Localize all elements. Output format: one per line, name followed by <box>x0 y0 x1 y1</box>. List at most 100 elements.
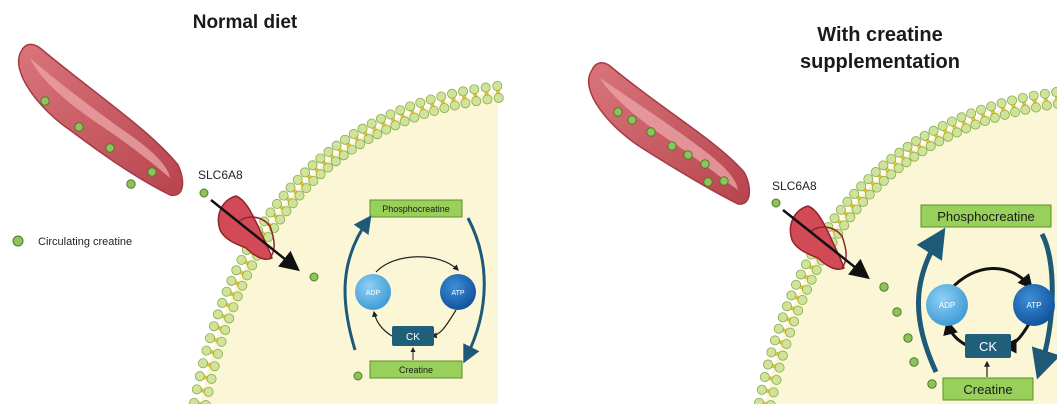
lipid-head <box>458 87 467 96</box>
creatine-molecule <box>704 178 712 186</box>
lipid-head <box>367 119 376 128</box>
lipid-head <box>396 106 405 115</box>
creatine-molecule <box>354 372 362 380</box>
lipid-head <box>980 116 989 125</box>
creatine-molecule <box>684 151 692 159</box>
lipid-head <box>205 334 214 343</box>
lipid-head <box>1040 89 1049 98</box>
lipid-head <box>386 110 395 119</box>
phosphocreatine-label: Phosphocreatine <box>937 209 1035 224</box>
lipid-head <box>920 131 929 140</box>
lipid-head <box>967 109 976 118</box>
lipid-head <box>308 161 317 170</box>
lipid-head <box>910 152 919 161</box>
lipid-head <box>767 348 776 357</box>
lipid-head <box>760 372 769 381</box>
lipid-head <box>195 372 204 381</box>
lipid-head <box>772 375 781 384</box>
lipid-head <box>786 328 795 337</box>
atp-label: ATP <box>1027 301 1042 310</box>
lipid-head <box>209 322 218 331</box>
lipid-head <box>391 121 400 130</box>
lipid-head <box>879 161 888 170</box>
lipid-head <box>472 97 481 106</box>
lipid-head <box>1018 93 1027 102</box>
lipid-head <box>373 130 382 139</box>
creatine-molecule <box>720 177 728 185</box>
lipid-head <box>952 128 961 137</box>
creatine-molecule <box>75 123 83 131</box>
lipid-head <box>852 205 861 214</box>
lipid-head <box>355 140 364 149</box>
lipid-head <box>198 359 207 368</box>
lipid-head <box>447 89 456 98</box>
adp-label: ADP <box>366 290 381 297</box>
lipid-head <box>843 197 852 206</box>
lipid-head <box>276 215 285 224</box>
lipid-head <box>416 98 425 107</box>
legend-label: Circulating creatine <box>38 236 132 248</box>
lipid-head <box>794 306 803 315</box>
panel-creatine-supplementation: SLC6A8 Phosphocreatine Creatine ADP ATP … <box>589 63 1057 404</box>
lipid-head <box>339 151 348 160</box>
creatine-molecule <box>904 334 912 342</box>
lipid-head <box>871 167 880 176</box>
lipid-head <box>406 102 415 111</box>
lipid-head <box>757 385 766 394</box>
lipid-head <box>302 184 311 193</box>
transporter-label: SLC6A8 <box>772 179 817 193</box>
lipid-head <box>830 214 839 223</box>
lipid-head <box>300 168 309 177</box>
lipid-head <box>340 135 349 144</box>
lipid-head <box>222 287 231 296</box>
lipid-head <box>358 124 367 133</box>
lipid-head <box>802 285 811 294</box>
lipid-head <box>846 213 855 222</box>
lipid-head <box>1000 110 1009 119</box>
atp-label: ATP <box>451 290 464 297</box>
lipid-head <box>217 337 226 346</box>
lipid-head <box>894 164 903 173</box>
blood-vessel <box>19 44 183 195</box>
lipid-head <box>935 137 944 146</box>
lipid-head <box>903 142 912 151</box>
lipid-head <box>770 336 779 345</box>
lipid-head <box>316 170 325 179</box>
lipid-head <box>943 132 952 141</box>
lipid-head <box>430 106 439 115</box>
lipid-head <box>926 142 935 151</box>
creatine-label: Creatine <box>963 382 1012 397</box>
lipid-head <box>227 276 236 285</box>
lipid-head <box>437 92 446 101</box>
creatine-molecule <box>928 380 936 388</box>
lipid-head <box>1029 91 1038 100</box>
creatine-molecule <box>200 189 208 197</box>
lipid-head <box>331 157 340 166</box>
lipid-head <box>204 387 213 396</box>
lipid-head <box>288 199 297 208</box>
lipid-head <box>207 374 216 383</box>
lipid-head <box>483 95 492 104</box>
creatine-molecule <box>310 273 318 281</box>
lipid-head <box>1010 108 1019 117</box>
lipid-head <box>850 189 859 198</box>
lipid-head <box>1007 96 1016 105</box>
lipid-head <box>778 351 787 360</box>
lipid-head <box>857 182 866 191</box>
lipid-head <box>782 302 791 311</box>
lipid-head <box>971 120 980 129</box>
lipid-head <box>364 134 373 143</box>
lipid-head <box>192 385 201 394</box>
lipid-head <box>864 174 873 183</box>
lipid-head <box>279 191 288 200</box>
lipid-head <box>807 275 816 284</box>
phosphocreatine-label: Phosphocreatine <box>382 204 450 214</box>
lipid-head <box>962 124 971 133</box>
ck-label: CK <box>406 332 420 343</box>
lipid-head <box>202 346 211 355</box>
lipid-head <box>225 314 234 323</box>
lipid-head <box>872 183 881 192</box>
lipid-head <box>190 398 199 404</box>
lipid-head <box>763 360 772 369</box>
